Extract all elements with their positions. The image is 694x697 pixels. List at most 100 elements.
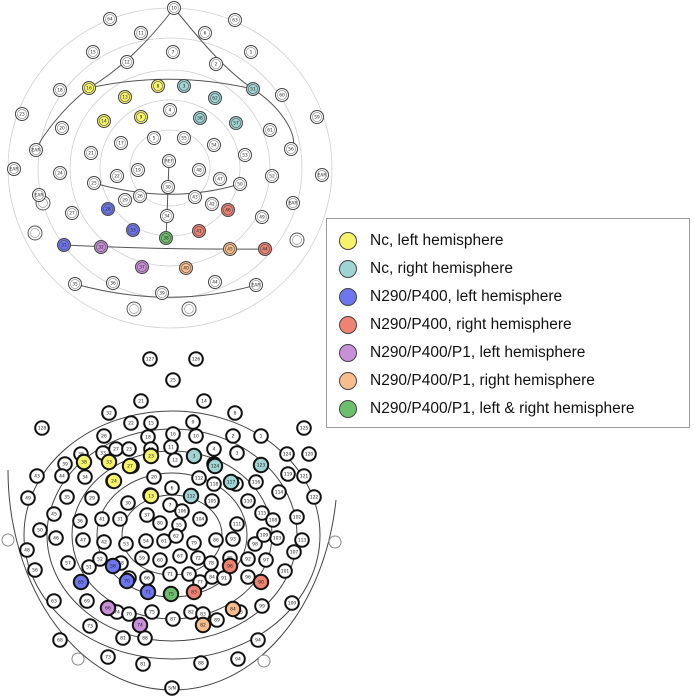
electrode: 46 (48, 530, 64, 546)
blank-electrode-site (27, 225, 43, 241)
electrode-label: 15 (90, 50, 96, 56)
electrode: 12 (120, 55, 134, 69)
electrode-label: 43 (192, 195, 198, 201)
electrode: 57 (60, 555, 76, 571)
electrode-label: 89 (214, 618, 220, 624)
electrode: 48 (19, 542, 35, 558)
blank-electrode-site (289, 232, 305, 248)
electrode-label: 16 (86, 86, 92, 92)
electrode: REF (162, 154, 176, 168)
electrode: 52 (265, 169, 279, 183)
legend-label: Nc, right hemisphere (370, 260, 514, 277)
electrode: 50 (233, 177, 247, 191)
electrode: 51 (246, 82, 260, 96)
electrode: 120 (301, 446, 317, 462)
electrode: 45 (223, 242, 237, 256)
electrode: 121 (296, 468, 312, 484)
electrode-label: 27 (69, 211, 75, 217)
legend-label: N290/P400/P1, right hemisphere (370, 372, 595, 389)
electrode: 15 (86, 45, 100, 59)
electrode-label: 22 (114, 174, 120, 180)
electrode-label: 117 (227, 480, 236, 486)
legend-item-nc-right: Nc, right hemisphere (339, 256, 513, 282)
electrode-label: 82 (188, 610, 194, 616)
electrode: 16 (165, 426, 181, 442)
electrode-label: 9 (140, 115, 143, 121)
electrode: 2 (225, 428, 241, 444)
electrode: 106 (174, 503, 190, 519)
electrode-label: 19 (135, 168, 141, 174)
electrode-label: 5 (153, 136, 156, 142)
electrode-label: 77 (197, 580, 203, 586)
electrode: 8 (227, 405, 243, 421)
electrode: 122 (306, 489, 322, 505)
electrode: 100 (284, 595, 300, 611)
electrode-highlighted: 123 (252, 456, 270, 474)
electrode: 26 (133, 189, 147, 203)
electrode: 93 (225, 531, 241, 547)
electrode-label: 53 (242, 153, 248, 159)
electrode: S/N (164, 680, 180, 696)
electrode: 61 (263, 123, 277, 137)
electrode: 39 (155, 286, 169, 300)
electrode-label: 114 (275, 490, 284, 496)
electrode: 6 (164, 480, 180, 496)
electrode-label: 124 (283, 452, 292, 458)
electrode-label: 55 (176, 523, 182, 529)
electrode-label: 39 (159, 291, 165, 297)
electrode-label: EAR (32, 148, 41, 154)
electrode-label: 75 (168, 592, 174, 598)
electrode-label: 101 (281, 569, 290, 575)
electrode-label: 35 (64, 495, 70, 501)
electrode: 14 (196, 393, 212, 409)
electrode: 104 (192, 511, 208, 527)
legend-item-p1-left: N290/P400/P1, left hemisphere (339, 340, 585, 366)
electrode-label: 59 (139, 556, 145, 562)
electrode: 1 (253, 428, 269, 444)
legend-item-p1-both: N290/P400/P1, left & right hemisphere (339, 396, 635, 422)
electrode: 21 (133, 393, 149, 409)
electrode: 58 (193, 111, 207, 125)
electrode-label: 50 (37, 528, 43, 534)
electrode-label: 92 (245, 557, 251, 563)
electrode-label: 41 (196, 229, 202, 235)
electrode-label: 76 (186, 572, 192, 578)
electrode: 109 (256, 527, 272, 543)
electrode-label: 103 (273, 536, 282, 542)
electrode-label: 6 (204, 31, 207, 37)
electrode: 56 (27, 562, 43, 578)
electrode-label: REF (165, 159, 174, 165)
electrode: 73 (100, 649, 116, 665)
electrode: 32 (94, 240, 108, 254)
electrode-label: 81 (140, 662, 146, 668)
electrode: 127 (142, 351, 158, 367)
legend-swatch (339, 344, 357, 362)
electrode: 1 (244, 45, 258, 59)
electrode-label: 16 (170, 432, 176, 438)
electrode: 51 (81, 559, 97, 575)
electrode-label: 42 (209, 202, 215, 208)
electrode-label: 3 (193, 454, 196, 460)
electrode-label: EAR (318, 173, 327, 179)
electrode-label: 73 (105, 655, 111, 661)
electrode-label: 108 (269, 518, 278, 524)
electrode-label: 28 (105, 207, 111, 213)
electrode: 52 (92, 551, 108, 567)
electrode-label: 104 (196, 517, 205, 523)
electrode-label: 80 (157, 521, 163, 527)
electrode-label: 115 (258, 511, 267, 517)
electrode-label: 60 (279, 93, 285, 99)
electrode-highlighted: 83 (185, 583, 203, 601)
electrode-label: 11 (138, 31, 144, 37)
electrode-label: 33 (106, 460, 112, 466)
electrode-highlighted: 13 (142, 487, 160, 505)
electrode-highlighted: 27 (121, 457, 139, 475)
electrode-label: 60 (157, 558, 163, 564)
electrode: 75 (144, 604, 160, 620)
electrode-label: 75 (149, 610, 155, 616)
electrode: 31 (112, 511, 128, 527)
electrode: 59 (310, 110, 324, 124)
electrode-label: 9 (192, 420, 195, 426)
electrode: 63 (46, 593, 62, 609)
electrode-label: 90 (258, 580, 264, 586)
